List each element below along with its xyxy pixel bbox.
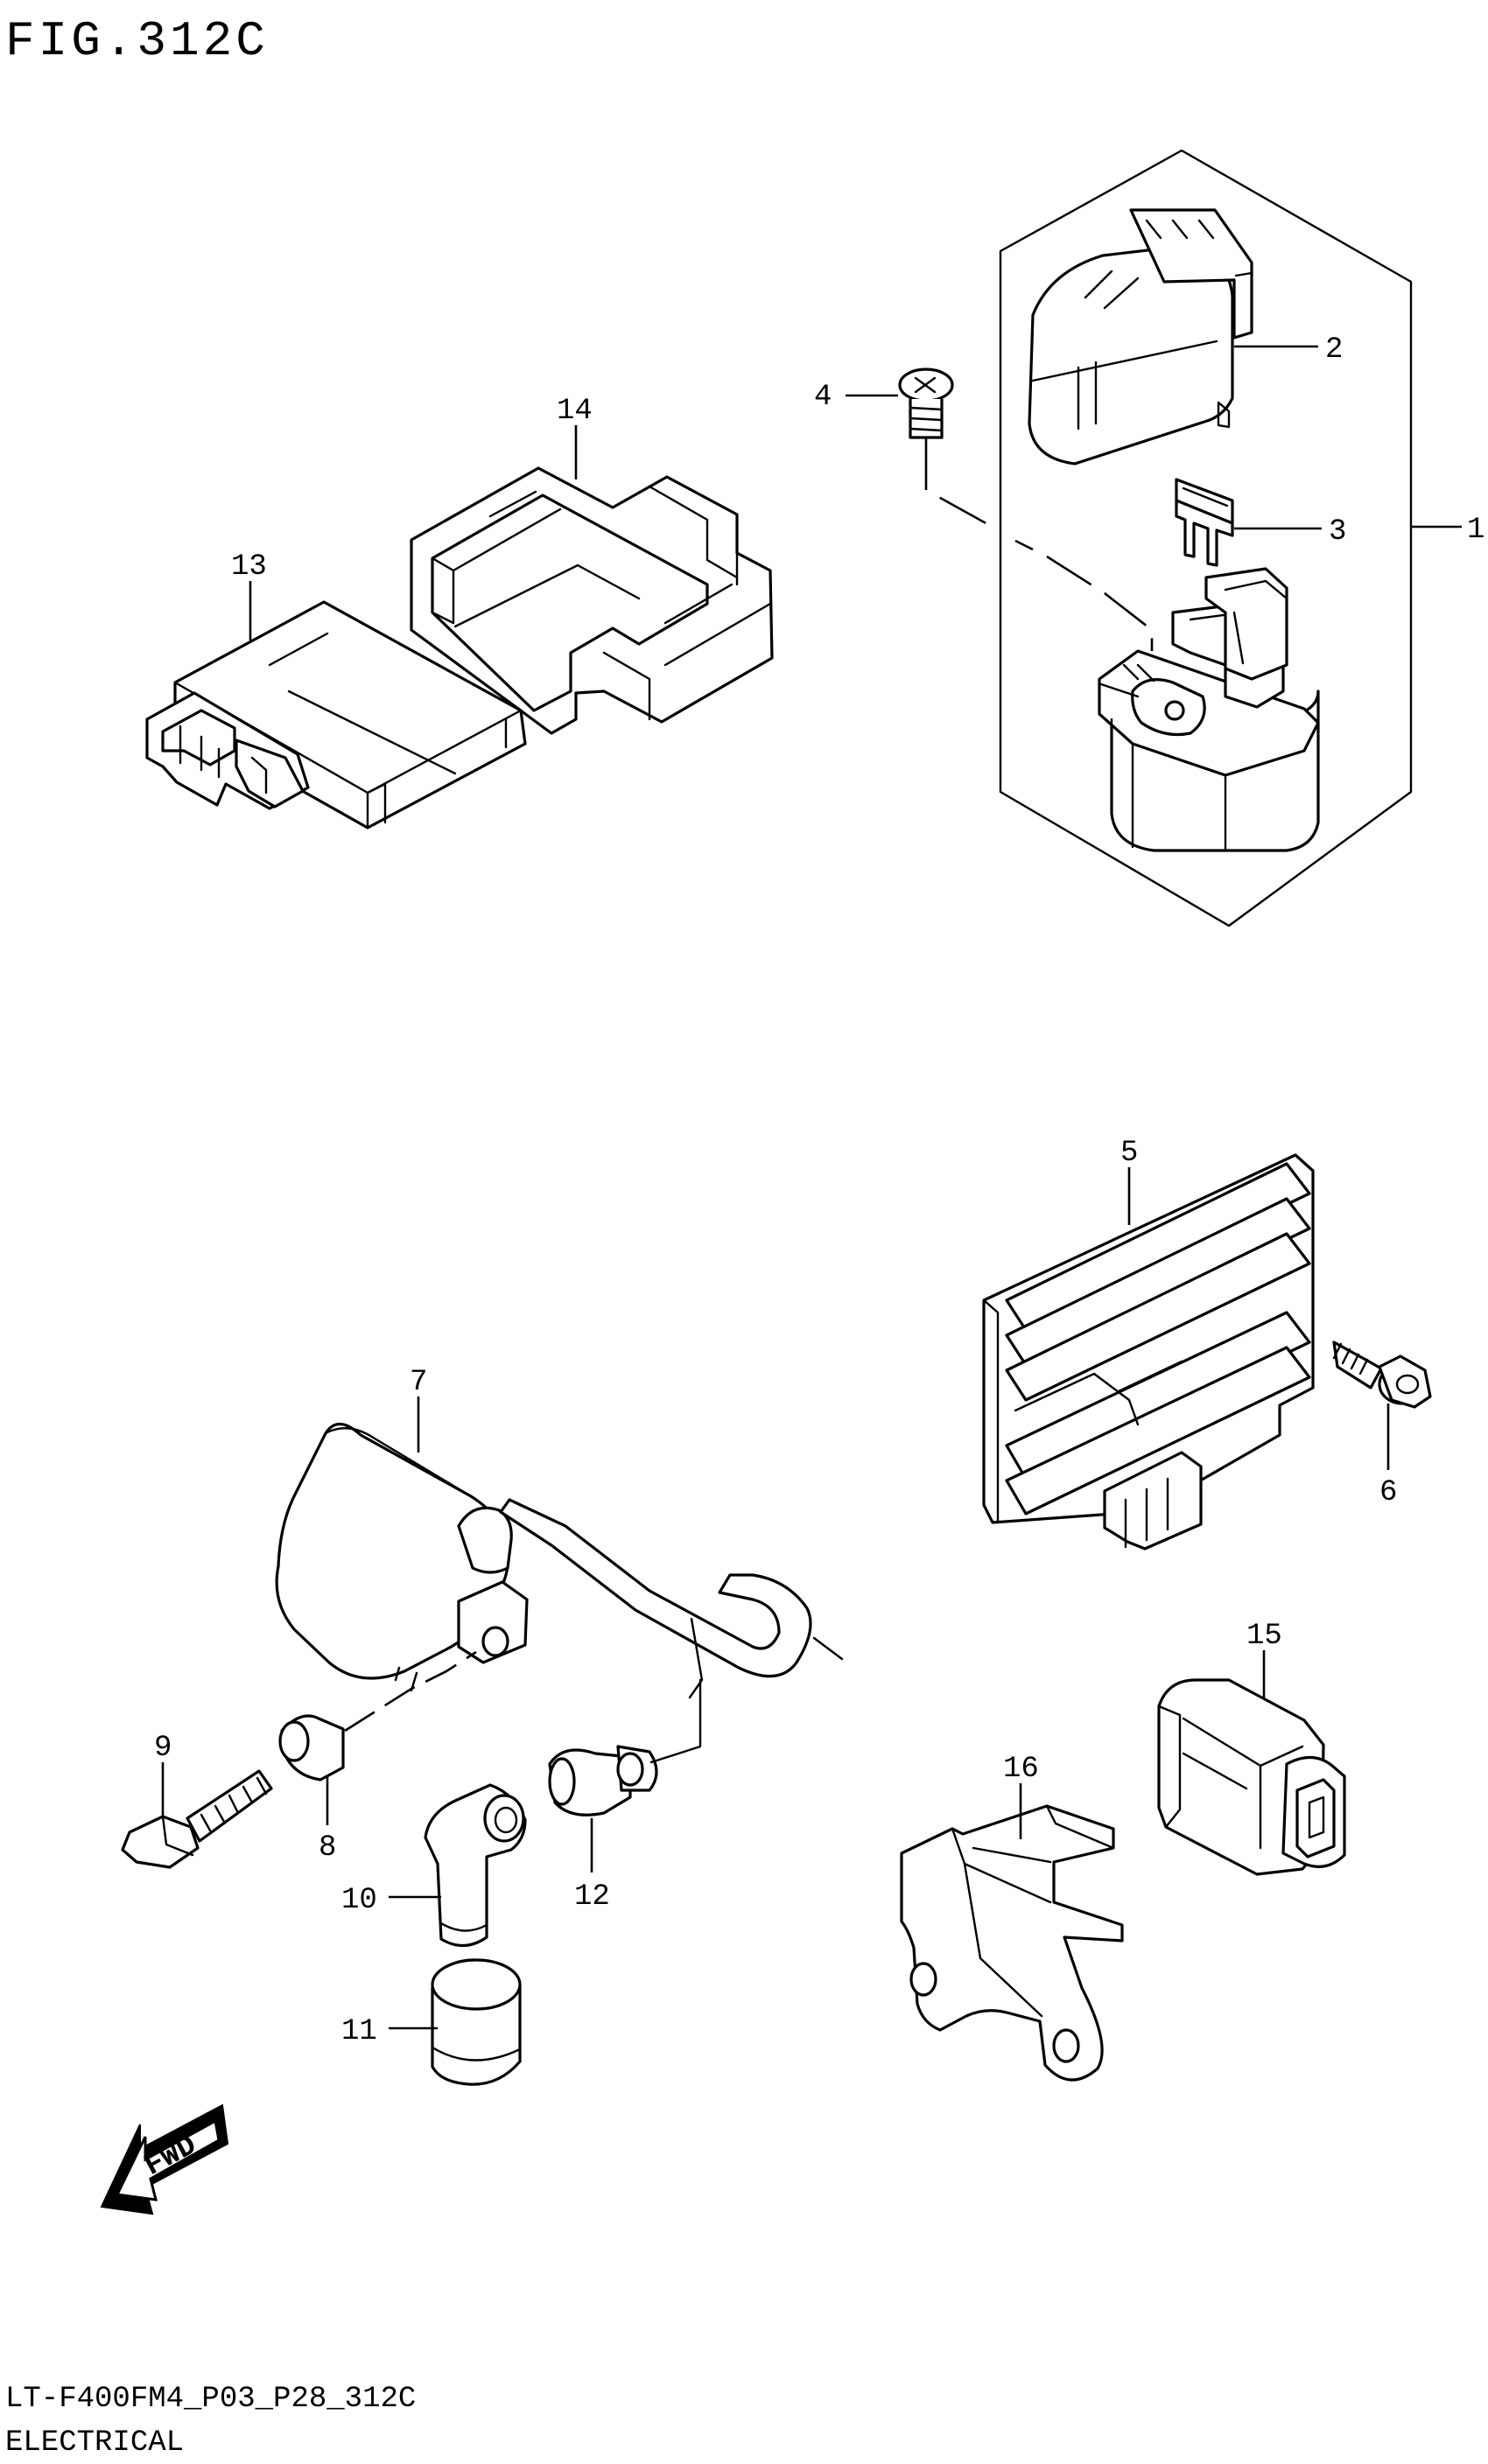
forward-arrow-icon: FWD — [100, 2104, 229, 2216]
section-name: ELECTRICAL — [5, 2426, 184, 2460]
callout-13: 13 — [231, 550, 267, 584]
part-4-screw[interactable] — [898, 368, 954, 439]
callout-5: 5 — [1120, 1137, 1138, 1170]
callout-7: 7 — [410, 1366, 427, 1399]
leader-lines — [161, 345, 1462, 2030]
callout-2: 2 — [1325, 333, 1343, 367]
part-16-bracket[interactable] — [900, 1804, 1124, 2082]
part-12-terminal[interactable] — [548, 1678, 702, 1816]
callout-10: 10 — [341, 1884, 377, 1917]
part-14-holder[interactable] — [410, 466, 774, 735]
callout-labels: 1 2 3 4 14 13 5 6 7 8 9 10 11 12 15 16 — [154, 333, 1484, 2048]
assembly-1-outline — [999, 149, 1413, 928]
model-code: LT-F400FM4_P03_P28_312C — [5, 2383, 416, 2416]
part-10-plug-cap[interactable] — [424, 1783, 527, 1948]
callout-3: 3 — [1329, 515, 1346, 549]
figure-title: FIG.312C — [5, 13, 269, 69]
callout-14: 14 — [557, 395, 593, 428]
callout-15: 15 — [1246, 1620, 1282, 1653]
part-5-regulator-rectifier[interactable] — [982, 1153, 1315, 1550]
part-13-ecm[interactable] — [145, 600, 527, 830]
callout-6: 6 — [1379, 1476, 1397, 1509]
part-8-collar[interactable] — [278, 1714, 345, 1782]
callout-11: 11 — [341, 2015, 377, 2048]
part-15-connector[interactable] — [1157, 1678, 1346, 1876]
callout-9: 9 — [154, 1732, 172, 1765]
callout-1: 1 — [1467, 514, 1484, 547]
callout-8: 8 — [319, 1831, 336, 1865]
part-11-boot[interactable] — [431, 1958, 522, 2086]
part-6-bolt[interactable] — [1332, 1340, 1432, 1409]
part-9-bolt[interactable] — [121, 1769, 273, 1869]
callout-16: 16 — [1003, 1753, 1039, 1786]
part-7-ignition-coil[interactable] — [275, 1422, 844, 1699]
part-3-fuse[interactable] — [1175, 478, 1234, 567]
part-1-starter-relay[interactable] — [1098, 567, 1320, 852]
callout-4: 4 — [814, 381, 832, 414]
callout-12: 12 — [574, 1880, 610, 1914]
part-2-relay-cover[interactable] — [1028, 208, 1253, 466]
